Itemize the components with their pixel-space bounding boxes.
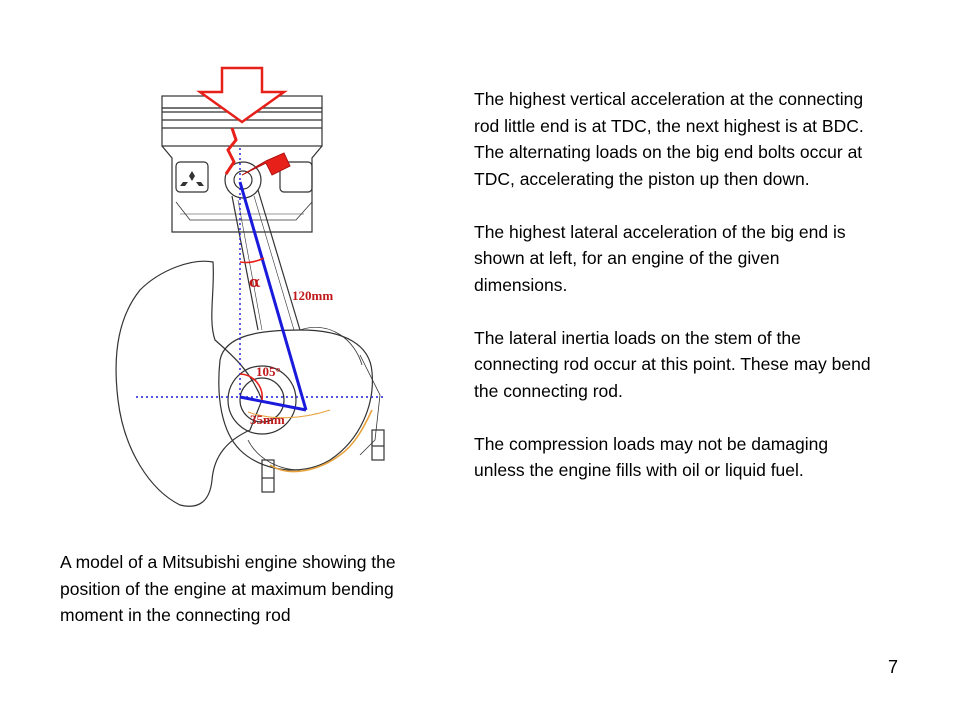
figure-caption: A model of a Mitsubishi engine showing t…	[60, 552, 396, 625]
paragraph-vertical-acceleration: The highest vertical acceleration at the…	[474, 89, 864, 189]
load-arrow-down-icon	[196, 66, 288, 124]
paragraph-compression-loads: The compression loads may not be damagin…	[474, 433, 829, 481]
oil-path	[269, 409, 373, 473]
crank-angle-label: 105°	[256, 364, 281, 379]
crank-angle-arc	[239, 373, 263, 401]
page-number: 7	[888, 657, 899, 677]
force-arrow-icon	[241, 152, 291, 176]
alpha-label: α	[249, 273, 261, 291]
paragraph-lateral-acceleration: The highest lateral acceleration of the …	[474, 221, 846, 295]
crankshaft	[218, 327, 385, 493]
red-zigzag-icon	[224, 127, 238, 175]
crank-radius-label: 35mm	[250, 412, 285, 427]
crank-radius-line	[239, 395, 307, 412]
rod-length-line	[238, 181, 308, 411]
rod-length-label: 120mm	[292, 288, 333, 303]
paragraph-lateral-inertia: The lateral inertia loads on the stem of…	[474, 327, 871, 401]
connecting-rod	[224, 161, 301, 331]
alpha-arc	[239, 257, 265, 264]
oil-path-inner	[247, 409, 331, 419]
mitsubishi-logo-icon	[180, 171, 204, 186]
explanation-text: The highest vertical acceleration at the…	[474, 86, 874, 510]
